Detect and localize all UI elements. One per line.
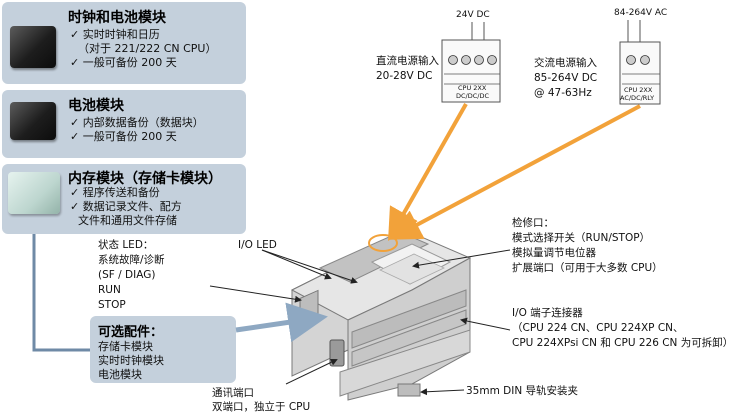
inspection-line: 检修口： xyxy=(512,217,554,229)
dc-model-label: DC/DC/DC xyxy=(456,92,490,100)
ac-power-line: @ 47-63Hz xyxy=(534,87,592,99)
io-led-leader xyxy=(261,249,332,280)
battery-module-line: ✓ 一般可备份 200 天 xyxy=(70,130,177,143)
inspection-leader xyxy=(412,249,511,269)
plc-cpu-body xyxy=(290,231,472,401)
comm-port-line: 通讯端口 xyxy=(212,387,254,399)
clock-module-line: （对于 221/222 CN CPU） xyxy=(78,42,217,55)
clock-battery-module-image xyxy=(10,26,56,68)
optional-line: 存储卡模块 xyxy=(98,340,153,353)
optional-accessories-panel xyxy=(90,316,236,383)
ac-voltage-label: 84-264V AC xyxy=(614,8,668,18)
memory-module-title: 内存模块（存储卡模块） xyxy=(68,171,222,187)
ac-power-line: 85-264V DC xyxy=(534,72,598,84)
dc-voltage-label: 24V DC xyxy=(456,10,490,20)
clock-module-line: ✓ 一般可备份 200 天 xyxy=(70,56,177,69)
dc-power-line: 直流电源输入 xyxy=(376,55,439,67)
dc-power-line: 20-28V DC xyxy=(376,70,433,82)
status-led-line: STOP xyxy=(98,299,126,311)
comm-port-line: 双端口，独立于 CPU xyxy=(212,401,311,413)
io-led-leader xyxy=(261,249,358,284)
memory-module-line: ✓ 程序传送和备份 xyxy=(70,186,160,199)
clock-module-title: 时钟和电池模块 xyxy=(68,10,166,26)
inspection-line: 模拟量调节电位器 xyxy=(512,247,596,259)
io-terminal-leader xyxy=(460,317,511,331)
dc-terminal-block-drawing xyxy=(441,22,501,103)
accessory-connector-line xyxy=(32,234,90,352)
inspection-line: 扩展端口（可用于大多数 CPU） xyxy=(512,262,663,274)
inspection-line: 模式选择开关（RUN/STOP） xyxy=(512,232,651,244)
status-led-leader xyxy=(209,285,302,303)
battery-module-line: ✓ 内部数据备份（数据块） xyxy=(70,116,204,129)
io-terminal-line: （CPU 224 CN、CPU 224XP CN、 xyxy=(512,322,684,334)
dc-power-arrow xyxy=(388,103,468,241)
optional-line: 实时时钟模块 xyxy=(98,354,164,367)
din-rail-leader xyxy=(420,388,465,396)
io-led-label: I/O LED xyxy=(238,239,277,251)
memory-module-line: 文件和通用文件存储 xyxy=(78,214,177,227)
ac-model-label: AC/DC/RLY xyxy=(620,94,655,102)
status-led-line: 系统故障/诊断 xyxy=(98,254,165,266)
memory-module-line: ✓ 数据记录文件、配方 xyxy=(70,200,182,213)
memory-cartridge-image xyxy=(8,172,60,214)
status-led-line: (SF / DIAG) xyxy=(98,269,156,281)
optional-title: 可选配件： xyxy=(98,325,164,340)
clock-module-line: ✓ 实时时钟和日历 xyxy=(70,28,160,41)
comm-port-leader xyxy=(285,359,338,385)
optional-line: 电池模块 xyxy=(98,368,142,381)
ac-model-label: CPU 2XX xyxy=(624,86,653,94)
battery-module-image xyxy=(10,102,56,140)
battery-module-title: 电池模块 xyxy=(68,98,124,114)
status-led-line: RUN xyxy=(98,284,121,296)
ac-power-arrow xyxy=(388,104,641,240)
dc-model-label: CPU 2XX xyxy=(458,84,487,92)
ac-power-line: 交流电源输入 xyxy=(534,57,597,69)
optional-accessory-arrow xyxy=(235,302,328,343)
io-terminal-line: CPU 224XPsi CN 和 CPU 226 CN 为可拆卸） xyxy=(512,337,733,349)
ac-terminal-block-drawing xyxy=(619,20,661,105)
status-led-line: 状态 LED： xyxy=(98,239,154,251)
din-rail-label: 35mm DIN 导轨安装夹 xyxy=(466,385,579,397)
io-terminal-line: I/O 端子连接器 xyxy=(512,307,583,319)
